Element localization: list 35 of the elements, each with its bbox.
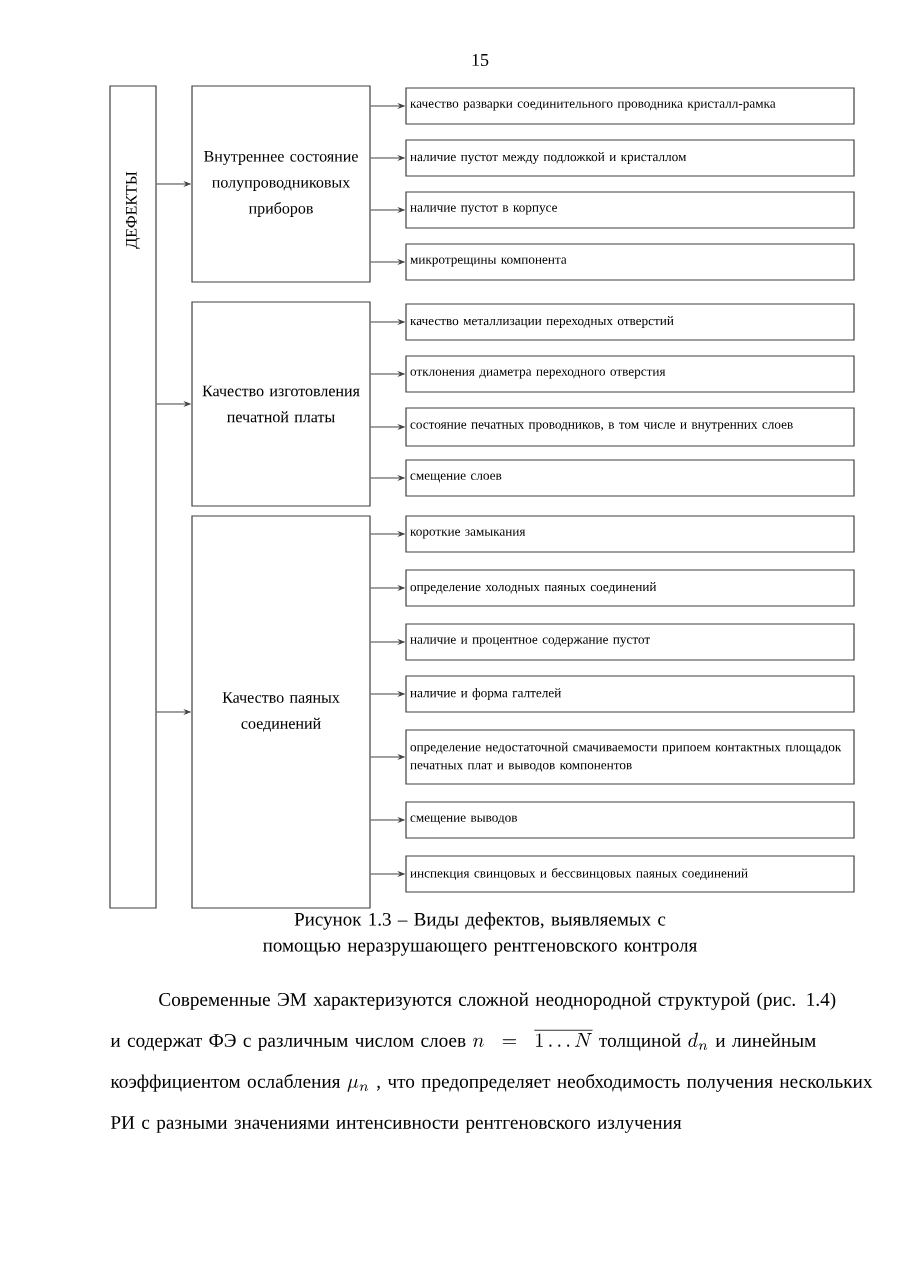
group-box: Качество паяных соединений — [191, 515, 371, 909]
arrow — [370, 531, 405, 537]
label: $n=\overline{1\ldots N}$ — [473, 1030, 593, 1047]
label: $d_n$ — [688, 1032, 708, 1050]
arrow — [370, 817, 405, 823]
arrow — [370, 207, 405, 213]
arrow — [370, 155, 405, 161]
arrow — [370, 371, 405, 377]
group-box: Внутреннее состояние полупроводниковых приборов — [191, 85, 371, 283]
arrow — [370, 639, 405, 645]
arrow — [370, 424, 405, 430]
category-box: ДЕФЕКТЫ — [109, 85, 157, 909]
label: коэффициентом ослабления — [110, 1073, 341, 1092]
arrow — [370, 585, 405, 591]
arrow — [370, 103, 405, 109]
arrow — [370, 319, 405, 325]
arrow — [370, 754, 405, 760]
label: РИ с разными значениями интенсивности рентгеновского излучения — [110, 1116, 682, 1133]
label: , что предопределяет необходимость получения нескольких — [376, 1073, 873, 1092]
arrow — [370, 259, 405, 265]
page-number: 15 — [472, 53, 489, 66]
label: Современные ЭМ характеризуются сложной неоднородной структурой (рис. 1.4) — [159, 992, 836, 1010]
group-box: Качество изготовления печатной платы — [191, 301, 371, 507]
figure-caption: Рисунок 1.3 – Виды дефектов, выявляемых с помощью неразрушающего рентгеновского контроля — [263, 912, 697, 956]
label: $\mu_n$ — [347, 1078, 369, 1093]
label: и линейным — [715, 1033, 816, 1047]
body-paragraph: Современные ЭМ характеризуются сложной неоднородной структурой (рис. 1.4) и содержат ФЭ с различным числом слоев $n=\overline{1\ldots N}$ толщиной $d_n$ и линейным коэффициентом ослабления $\mu_n$ , что предопределяет необходимость получения нескольких РИ с разными значениями интенсивности рентгеновского излучения — [110, 992, 873, 1133]
arrow — [156, 709, 191, 715]
label: толщиной — [599, 1033, 681, 1051]
arrow — [156, 181, 191, 187]
arrow — [370, 475, 405, 481]
arrow — [156, 401, 191, 407]
arrow — [370, 691, 405, 697]
arrow — [370, 871, 405, 877]
label: и содержат ФЭ с различным числом слоев — [110, 1034, 466, 1051]
